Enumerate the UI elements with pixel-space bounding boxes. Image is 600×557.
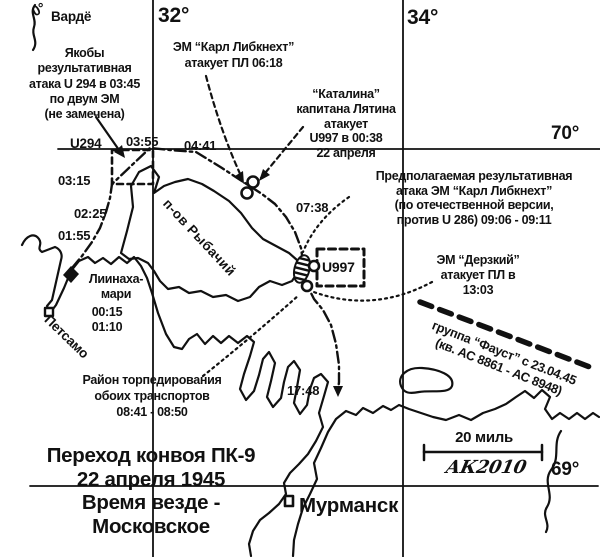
title-line-2: 22 апреля 1945 [76, 467, 226, 491]
uboat-label-u997: U997 [322, 259, 355, 275]
scale-bar [422, 443, 544, 462]
time-0155: 01:55 [58, 228, 91, 243]
u294-area-box [110, 148, 155, 186]
place-label-liinahamari: Лиинаха- мари [88, 272, 144, 301]
annotation-karl-liebknecht: ЭМ “Карл Либкнехт” атакует ПЛ 06:18 [172, 40, 295, 70]
annotation-catalina: “Каталина” капитана Лятина атакует U997 … [296, 87, 396, 161]
annotation-presumed-attack: Предполагаемая результативная атака ЭМ “… [375, 169, 573, 228]
annotation-derzky: ЭМ “Дерзкий” атакует ПЛ в 13:03 [436, 253, 520, 297]
time-0441: 04:41 [184, 138, 217, 153]
scale-label: 20 миль [455, 429, 513, 446]
place-label-murmansk: Мурманск [299, 494, 399, 517]
leader-derzky [309, 280, 434, 302]
faust-group-line [417, 299, 598, 372]
murmansk-marker [283, 494, 295, 508]
place-label-vardo: Вардё [51, 9, 92, 24]
parallel-69-label: 69° [551, 459, 580, 480]
petsamo-marker [43, 306, 55, 318]
leader-catalina [259, 125, 305, 180]
convoy-track [70, 146, 341, 393]
leader-torpedo-area [201, 293, 301, 378]
leader-u294-attack [94, 115, 121, 152]
u997-position-circle-2 [300, 279, 314, 293]
departure-times: 00:15 01:10 [78, 305, 136, 334]
leader-karl-arrow [235, 171, 244, 184]
meridian-34-label: 34° [407, 6, 439, 29]
wreck-symbol [292, 254, 312, 284]
annotation-u294-attack: Якобы результативная атака U 294 в 03:45… [29, 46, 140, 122]
time-0355: 03:55 [126, 134, 159, 149]
leader-u294-arrow [114, 145, 125, 158]
leader-presumed-attack [301, 195, 351, 254]
time-0110: 01:10 [91, 319, 123, 334]
parallel-70-label: 70° [551, 123, 580, 144]
title-line-3: Время везде - [81, 491, 221, 514]
coastline-vardo [31, 3, 37, 52]
submarine-position-circle-1 [246, 175, 260, 189]
coastline-bottom-right [543, 429, 563, 534]
leader-karl-liebknecht [204, 74, 244, 180]
map-signature: АК2010 [443, 457, 529, 478]
title-line-1: Переход конвоя ПК-9 [46, 444, 256, 467]
annotation-torpedo-area: Район торпедирования обоих транспортов 0… [82, 373, 222, 420]
u997-position-circle-1 [307, 259, 321, 273]
time-0738: 07:38 [296, 200, 329, 215]
coastline-kola-east [291, 388, 600, 557]
meridian-32-label: 32° [158, 4, 190, 27]
uboat-label-u294: U294 [70, 136, 102, 151]
title-line-4: Московское [92, 514, 210, 538]
coastline-island [399, 366, 454, 394]
track-end-arrow [333, 386, 343, 397]
submarine-position-circle-2 [240, 186, 254, 200]
liinahamari-port-marker [63, 266, 79, 283]
time-1748: 17:48 [287, 383, 320, 398]
time-0225: 02:25 [74, 206, 107, 221]
leader-catalina-arrow [259, 169, 270, 181]
time-0315: 03:15 [58, 173, 91, 188]
map-title: Переход конвоя ПК-9 22 апреля 1945 Время… [25, 444, 277, 538]
time-0015: 00:15 [91, 305, 123, 319]
coastline-mainland-west [20, 234, 330, 557]
